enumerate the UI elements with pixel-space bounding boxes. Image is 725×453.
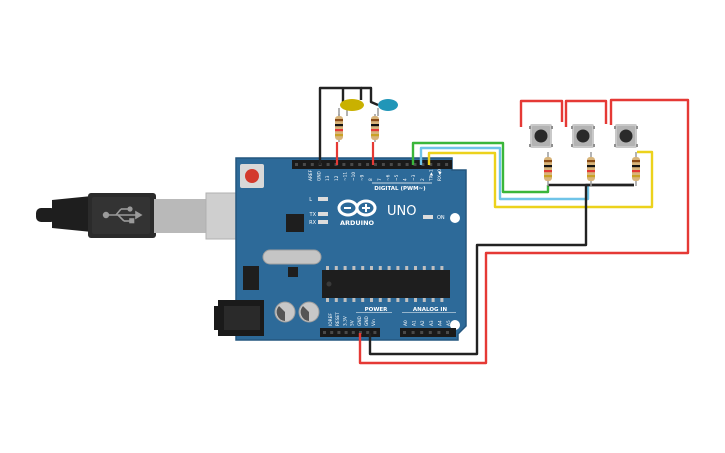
digital-pin-label: ~5 [394,174,400,181]
wire-green-pin4[interactable] [411,141,550,194]
wire-red-btn2[interactable] [564,99,608,127]
rx-led-label: RX [309,220,316,226]
digital-pin-label: GND [317,170,323,181]
l-led-label: L [309,197,312,203]
resistors [335,114,640,186]
resistor-blue-led[interactable] [371,114,379,142]
wire-red-btn1[interactable] [519,99,564,127]
digital-pin-label: ~9 [360,174,366,181]
crystal [262,249,322,265]
wire-blue-led-ground[interactable] [361,86,379,107]
analog-pin-label: A1 [412,320,418,326]
push-button-2[interactable] [571,124,595,148]
digital-pin-label: 4 [403,178,409,181]
blue-led[interactable] [377,99,398,116]
digital-pin-label: ~11 [342,172,348,181]
digital-pin-label: ~3 [411,174,417,181]
resistor-button-2[interactable] [587,152,595,186]
digital-pin-label: ~6 [385,174,391,181]
arduino-logo [337,199,377,217]
analog-pin-label: A0 [403,320,409,326]
brand-label: ARDUINO [340,219,375,227]
power-header[interactable] [320,328,380,337]
wire-yellow-pin2[interactable] [427,150,654,209]
analog-pin-label: A5 [446,320,452,326]
power-jack[interactable] [214,300,264,336]
on-led-label: ON [437,215,445,221]
power-pin-label: IOREF [328,313,334,326]
yellow-led[interactable] [338,99,364,116]
power-pin-label: 3.3V [342,316,348,326]
digital-pin-label: 7 [377,178,383,181]
voltage-regulator [243,266,259,290]
analog-header[interactable] [400,328,456,337]
tx-led-label: TX [309,212,317,218]
capacitors [274,301,320,323]
push-buttons [529,124,638,148]
resistor-yellow-led[interactable] [335,114,343,142]
analog-pin-label: A4 [437,320,443,326]
wire-red-5v[interactable] [358,98,690,365]
power-pin-label: Vin [371,319,377,326]
usb-cable[interactable] [36,192,265,240]
digital-pin-label: ~10 [351,172,357,181]
wire-blue-pin3[interactable] [419,146,590,201]
usb-icon [102,206,143,224]
power-pin-label: RESET [335,312,341,326]
digital-pin-label: 12 [334,175,340,181]
digital-pin-label: RX◀0 [437,169,443,181]
digital-pin-label: 2 [420,178,426,181]
small-chip [288,267,298,277]
resistor-button-3[interactable] [632,152,640,186]
digital-pin-label: 13 [325,175,331,181]
analog-label: ANALOG IN [413,307,448,313]
digital-pin-label: 8 [368,178,374,181]
model-label: UNO [387,204,416,219]
wire-led-ground[interactable] [318,86,363,165]
indicator-leds: L TX RX ON [309,197,445,226]
power-pin-label: GND [357,315,363,326]
power-label: POWER [365,307,389,313]
analog-pin-label: A3 [429,320,435,326]
power-pin-label: 5V [350,320,356,326]
usb-chip [286,214,304,232]
power-pin-label: GND [364,315,370,326]
microcontroller-chip [322,266,450,302]
digital-pin-label: TX▶1 [428,169,434,182]
digital-label: DIGITAL (PWM~) [374,186,426,192]
digital-pin-label: AREF [308,169,314,181]
push-button-3[interactable] [614,124,638,148]
reset-button[interactable] [240,164,264,188]
push-button-1[interactable] [529,124,553,148]
analog-pin-label: A2 [420,320,426,326]
resistor-button-1[interactable] [544,152,552,186]
